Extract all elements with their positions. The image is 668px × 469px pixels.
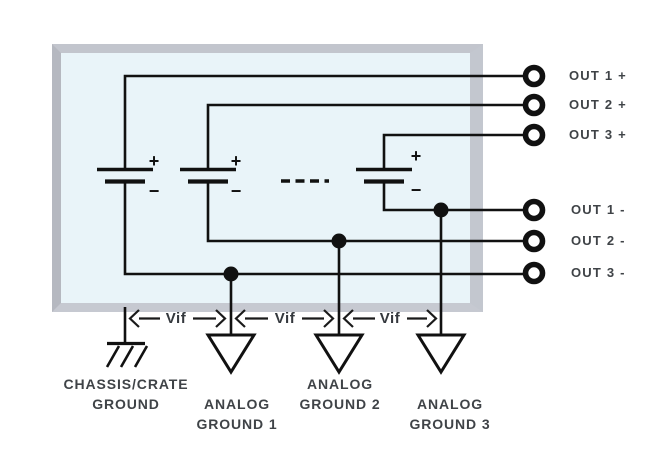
- out2-plus-label: OUT 2 +: [569, 97, 627, 112]
- analog-ground-2-icon: [313, 333, 365, 375]
- out3-plus-wire: [382, 133, 523, 168]
- out2-minus-wire: [206, 181, 523, 243]
- terminal-out2-minus-icon: [522, 229, 546, 253]
- out2-minus-label: OUT 2 -: [571, 233, 626, 248]
- out3-plus-label: OUT 3 +: [569, 127, 627, 142]
- analog-ground-3-label: ANALOG GROUND 3: [365, 394, 535, 434]
- battery-3-minus-sign: −: [410, 180, 422, 200]
- junction-dot: [433, 202, 449, 218]
- vif-arrow-2: [234, 309, 335, 328]
- analog-ground-1-label-line1: ANALOG: [203, 396, 271, 412]
- analog-ground-2-label: ANALOG GROUND 2: [255, 374, 425, 414]
- vif-label-1: Vif: [165, 310, 187, 327]
- battery-1-plus-sign: +: [148, 151, 160, 171]
- analog-ground-1-label-line2: GROUND 1: [196, 416, 278, 432]
- analog-ground-3-label-line2: GROUND 3: [409, 416, 491, 432]
- battery-3-plus-sign: +: [410, 146, 422, 166]
- chassis-ground-label-line2: GROUND: [92, 396, 160, 412]
- vif-arrow-1: [128, 309, 227, 328]
- terminal-out2-plus-icon: [522, 93, 546, 117]
- battery-1-icon: [97, 167, 153, 184]
- battery-2-minus-sign: −: [230, 181, 242, 201]
- battery-2-icon: [180, 167, 236, 184]
- battery-3-icon: [356, 167, 412, 184]
- analog-ground-1-label: ANALOG GROUND 1: [152, 394, 322, 434]
- chassis-ground-label: CHASSIS/CRATE GROUND: [41, 374, 211, 414]
- terminal-out1-plus-icon: [522, 64, 546, 88]
- chassis-ground-icon: [105, 307, 149, 368]
- out1-plus-wire: [123, 74, 523, 169]
- out2-plus-wire: [206, 103, 523, 169]
- battery-2-plus-sign: +: [230, 151, 242, 171]
- out3-minus-wire: [123, 181, 523, 276]
- out1-plus-label: OUT 1 +: [569, 68, 627, 83]
- vif-label-2: Vif: [274, 310, 296, 327]
- vif-arrow-3: [342, 309, 438, 328]
- out1-minus-wire: [382, 181, 523, 212]
- junction-dot: [223, 266, 239, 282]
- terminal-out3-plus-icon: [522, 123, 546, 147]
- out3-minus-label: OUT 3 -: [571, 265, 626, 280]
- analog-ground-1-icon: [205, 333, 257, 375]
- out1-minus-label: OUT 1 -: [571, 202, 626, 217]
- vif-label-3: Vif: [379, 310, 401, 327]
- junction-dot: [331, 233, 347, 249]
- analog-ground-2-label-line2: GROUND 2: [299, 396, 381, 412]
- analog-ground-drop-wires: [229, 210, 443, 344]
- junction-dots: [223, 202, 449, 282]
- output-terminals: [522, 64, 546, 285]
- terminal-out1-minus-icon: [522, 198, 546, 222]
- chassis-ground-label-line1: CHASSIS/CRATE: [63, 376, 189, 392]
- analog-ground-2-label-line1: ANALOG: [306, 376, 374, 392]
- battery-1-minus-sign: −: [148, 181, 160, 201]
- terminal-out3-minus-icon: [522, 261, 546, 285]
- analog-ground-3-icon: [415, 333, 467, 375]
- analog-ground-3-label-line1: ANALOG: [416, 396, 484, 412]
